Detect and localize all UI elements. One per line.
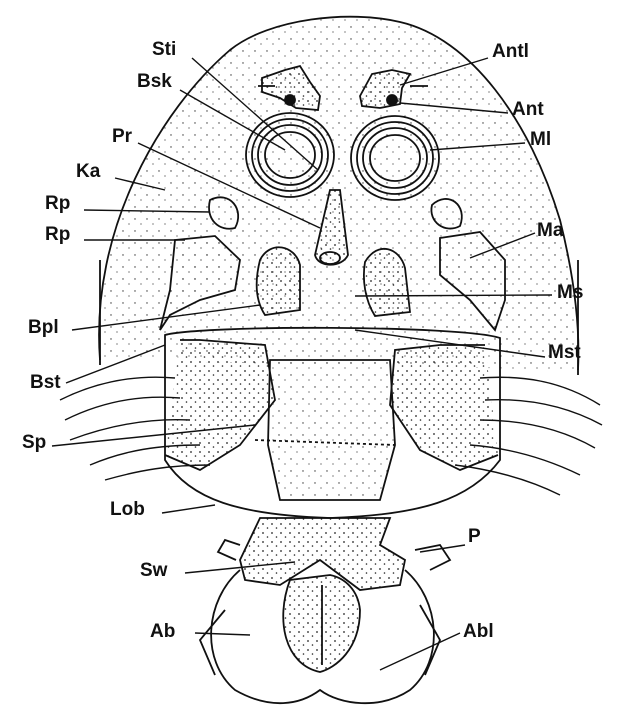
label-rp-lower: Rp bbox=[45, 225, 70, 244]
label-ant: Ant bbox=[512, 100, 544, 119]
label-pr: Pr bbox=[112, 127, 132, 146]
label-ma: Ma bbox=[537, 221, 563, 240]
label-antl: Antl bbox=[492, 42, 529, 61]
label-ka: Ka bbox=[76, 162, 100, 181]
label-abl: Abl bbox=[463, 622, 494, 641]
label-bpl: Bpl bbox=[28, 318, 59, 337]
label-ml: Ml bbox=[530, 130, 551, 149]
label-bst: Bst bbox=[30, 373, 61, 392]
label-ms: Ms bbox=[557, 283, 583, 302]
label-rp-upper: Rp bbox=[45, 194, 70, 213]
basal-plate-left bbox=[257, 247, 300, 315]
label-sw: Sw bbox=[140, 561, 167, 580]
label-sp: Sp bbox=[22, 433, 46, 452]
label-bsk: Bsk bbox=[137, 72, 172, 91]
label-lob: Lob bbox=[110, 500, 145, 519]
label-mst: Mst bbox=[548, 343, 581, 362]
label-ab: Ab bbox=[150, 622, 175, 641]
label-p: P bbox=[468, 527, 481, 546]
label-sti: Sti bbox=[152, 40, 176, 59]
